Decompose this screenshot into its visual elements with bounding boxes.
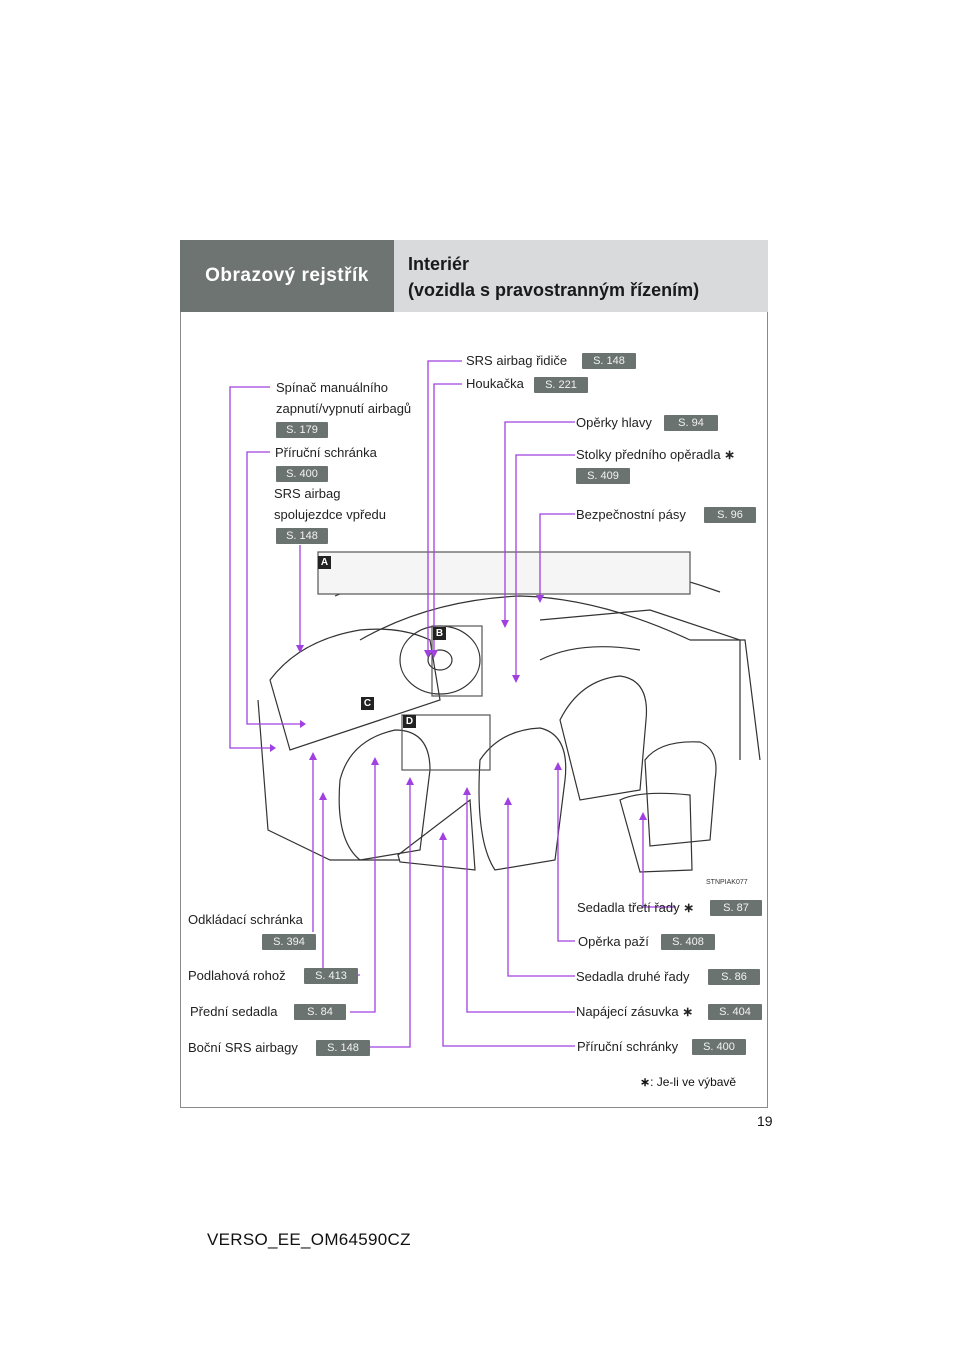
airbag-switch-label-2: zapnutí/vypnutí airbagů [276,401,412,416]
second-row-page[interactable]: S. 86 [708,969,760,985]
leader-lines [229,360,676,1048]
horn-label: Houkačka [466,376,524,391]
front-seats-label: Přední sedadla [190,1004,278,1019]
third-row-seat [644,741,717,847]
floor-mat-page[interactable]: S. 413 [304,968,358,984]
marker-a: A [318,556,331,569]
image-code: STNPIAK077 [706,879,748,886]
section-title: Obrazový rejstřík [180,240,394,312]
marker-c: C [361,697,374,710]
equipment-note: ∗: Je-li ve výbavě [640,1075,737,1089]
headrests-page[interactable]: S. 94 [664,415,718,431]
second-row-label: Sedadla druhé řady [576,969,690,984]
seatbelts-page[interactable]: S. 96 [704,507,756,523]
floor-mat [397,798,476,871]
glovebox-page[interactable]: S. 400 [276,466,328,482]
armrest-page[interactable]: S. 408 [661,934,715,950]
side-airbags-label: Boční SRS airbagy [188,1040,298,1055]
srs-driver-label: SRS airbag řidiče [466,353,568,368]
third-row-label: Sedadla třetí řady ∗ [577,900,695,915]
front-seat-right [478,727,567,871]
power-outlet-page[interactable]: S. 404 [708,1004,762,1020]
storage-page[interactable]: S. 400 [692,1039,746,1055]
srs-driver-page[interactable]: S. 148 [582,353,636,369]
header-title-line1: Interiér [408,254,470,274]
srs-passenger-page[interactable]: S. 148 [276,528,328,544]
document-code: VERSO_EE_OM64590CZ [207,1230,411,1249]
page-header: Interiér (vozidla s pravostranným řízení… [394,240,768,312]
front-seats-page[interactable]: S. 84 [294,1004,346,1020]
airbag-switch-label-1: Spínač manuálního [276,380,389,395]
headrests-label: Opěrky hlavy [576,415,652,430]
second-row-seat [559,675,648,801]
glovebox-label: Příruční schránka [275,445,377,460]
airbag-switch-page[interactable]: S. 179 [276,422,328,438]
seatbelts-label: Bezpečnostní pásy [576,507,686,522]
page-number: 19 [757,1113,773,1129]
marker-d: D [403,715,416,728]
floor-mat-label: Podlahová rohož [188,968,286,983]
armrest-label: Opěrka paží [578,934,649,949]
side-airbags-page[interactable]: S. 148 [316,1040,370,1056]
leader-arrowheads [270,595,647,840]
horn-page[interactable]: S. 221 [534,377,588,393]
seatback-tables-page[interactable]: S. 409 [576,468,630,484]
third-row-page[interactable]: S. 87 [710,900,762,916]
power-outlet-label: Napájecí zásuvka ∗ [576,1004,694,1019]
marker-b: B [433,627,446,640]
front-seat-left [338,729,431,861]
storage-label: Příruční schránky [577,1039,679,1054]
tray-page[interactable]: S. 394 [262,934,316,950]
srs-passenger-label-1: SRS airbag [274,486,341,501]
srs-passenger-label-2: spolujezdce vpředu [274,507,387,522]
tray-label: Odkládací schránka [188,912,303,927]
seatback-tables-label: Stolky předního opěradla ∗ [576,447,736,462]
header-title-line2: (vozidla s pravostranným řízením) [408,280,700,300]
